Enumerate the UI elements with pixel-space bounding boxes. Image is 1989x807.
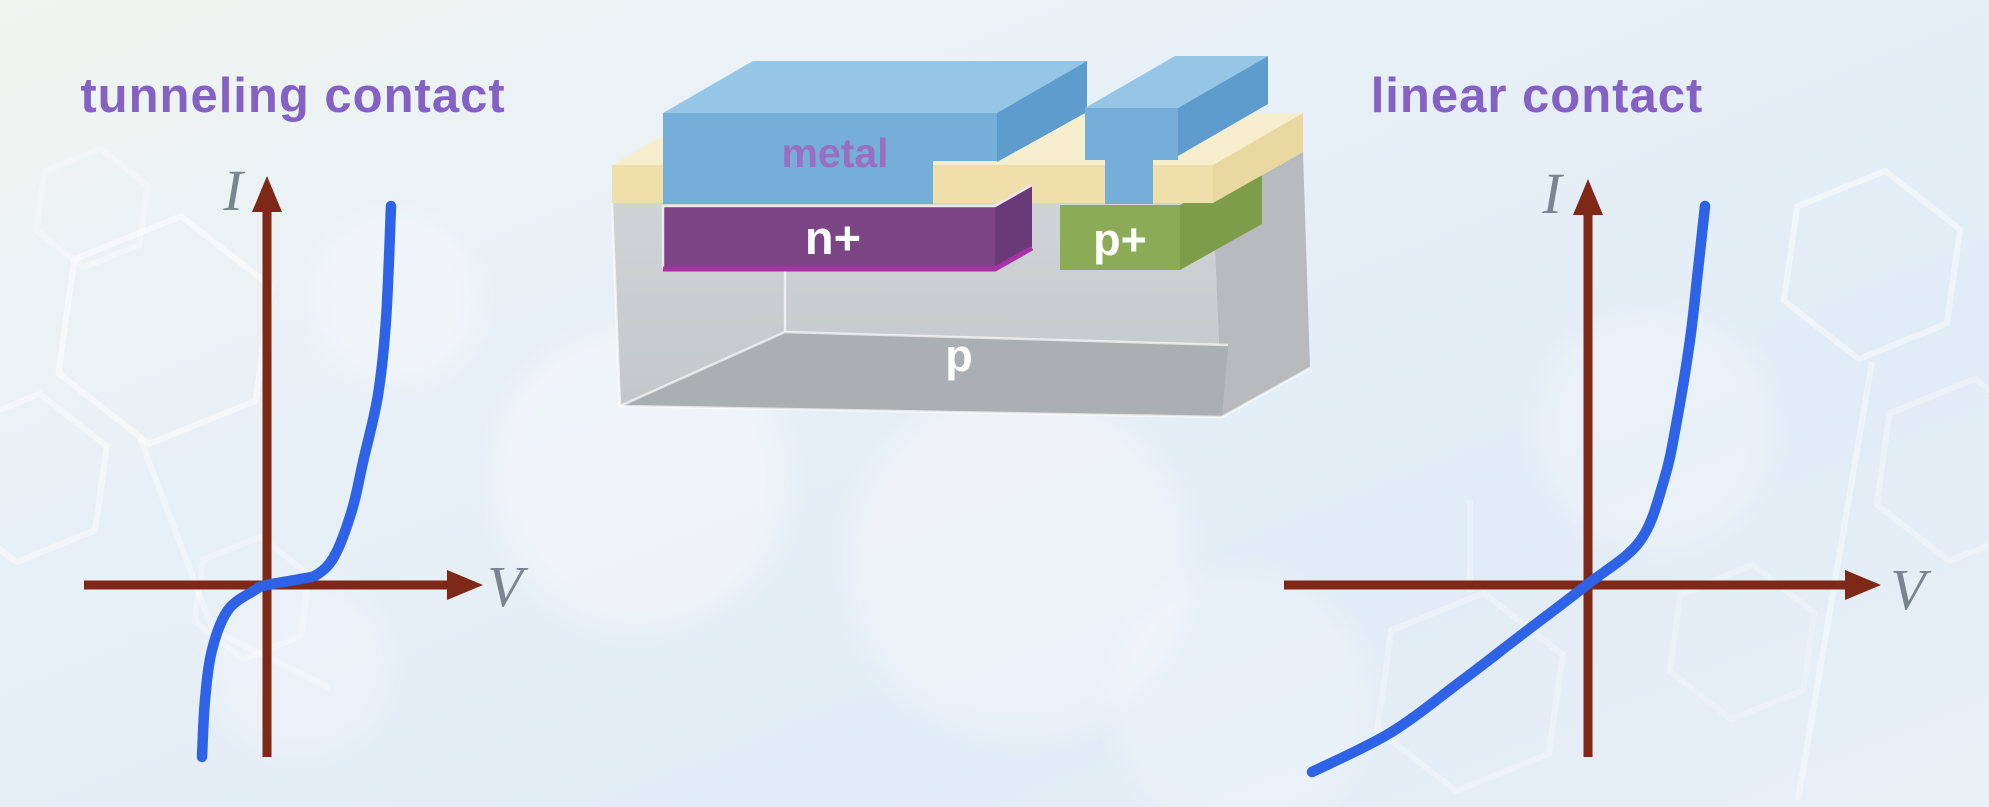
- hexagon-motif: [1873, 375, 1989, 565]
- hexagon-motif: [1374, 589, 1566, 795]
- metal-left-top-face: [663, 61, 1087, 113]
- metal-right-top-face: [1085, 56, 1268, 108]
- soft-bubble: [210, 575, 390, 755]
- left-voltage-axis-label: V: [487, 554, 529, 619]
- metal-label: metal: [781, 130, 888, 176]
- soft-bubble: [1110, 570, 1370, 807]
- right-current-axis-label: I: [1541, 161, 1564, 226]
- left-current-axis-label: I: [222, 158, 245, 223]
- hexagon-motif: [0, 390, 111, 566]
- left-plot-title: tunneling contact: [80, 69, 505, 123]
- p-plus-label: p+: [1093, 214, 1147, 265]
- right-iv-curve: [1306, 200, 1711, 778]
- left-y-axis-arrowhead: [252, 176, 282, 212]
- hexagon-motif: [1780, 167, 1964, 363]
- hexagon-motif: [1666, 561, 1818, 723]
- n-plus-front-face: [663, 206, 995, 268]
- hexagon-motif: [33, 145, 151, 271]
- right-iv-plot: linear contact I V: [1284, 69, 1932, 778]
- metal-left-plug: [663, 158, 933, 204]
- right-x-axis-arrowhead: [1845, 570, 1881, 600]
- right-plot-title: linear contact: [1371, 69, 1704, 123]
- right-y-axis-arrowhead: [1573, 179, 1603, 215]
- metal-right-side-face: [1178, 56, 1268, 156]
- substrate-bottom-face: [620, 332, 1228, 417]
- n-plus-label: n+: [805, 211, 861, 264]
- substrate-label: p: [945, 330, 973, 381]
- metal-left-side-face: [997, 61, 1087, 162]
- n-plus-bottom-edge: [663, 245, 1034, 272]
- molecule-bond-line: [137, 436, 216, 632]
- metal-left-front-face: [663, 113, 997, 161]
- n-plus-side-face: [995, 185, 1032, 268]
- soft-bubble: [310, 215, 480, 385]
- p-plus-front-face: [1060, 205, 1180, 270]
- metal-right-front-face: [1085, 108, 1178, 160]
- right-voltage-axis-label: V: [1890, 557, 1932, 622]
- hexagon-motif: [55, 212, 275, 448]
- device-diagram: metal n+ p+ p: [610, 56, 1311, 419]
- left-iv-plot: tunneling contact I V: [80, 69, 529, 763]
- soft-bubble: [1535, 310, 1775, 550]
- metal-right-plug: [1105, 158, 1153, 204]
- n-plus-top-edge-highlight: [661, 183, 1033, 268]
- left-iv-curve: [196, 200, 397, 763]
- soft-bubble: [845, 390, 1195, 740]
- oxide-side-face: [1213, 113, 1303, 203]
- right-plot-axes: [1284, 209, 1850, 757]
- left-x-axis-arrowhead: [447, 570, 483, 600]
